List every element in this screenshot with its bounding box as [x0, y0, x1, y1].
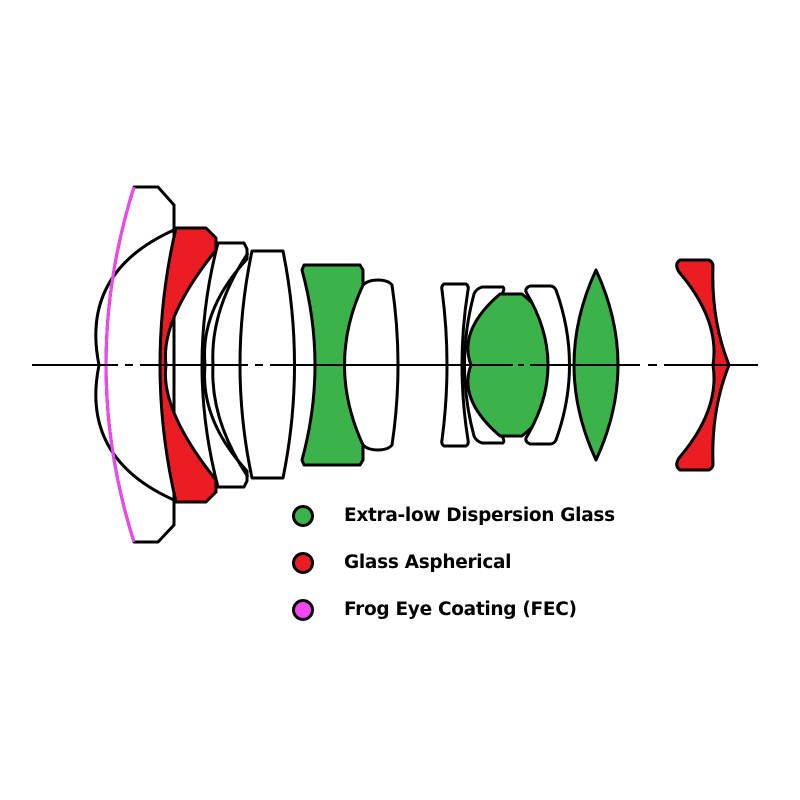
aspherical-swatch-icon: [292, 551, 314, 574]
ed-glass-swatch-icon: [292, 504, 314, 527]
legend-item-fec: Frog Eye Coating (FEC): [292, 586, 615, 633]
lens-element-3: [200, 241, 249, 489]
legend: Extra-low Dispersion Glass Glass Aspheri…: [292, 492, 615, 633]
legend-label: Glass Aspherical: [344, 552, 512, 573]
legend-label: Frog Eye Coating (FEC): [344, 599, 577, 620]
legend-item-ed-glass: Extra-low Dispersion Glass: [292, 492, 615, 539]
legend-item-aspherical: Glass Aspherical: [292, 539, 615, 586]
lens-element-2: [158, 226, 218, 504]
lens-element-11: [524, 284, 571, 446]
lens-element-5: [238, 249, 296, 480]
legend-label: Extra-low Dispersion Glass: [344, 505, 615, 526]
fec-swatch-icon: [292, 598, 314, 621]
